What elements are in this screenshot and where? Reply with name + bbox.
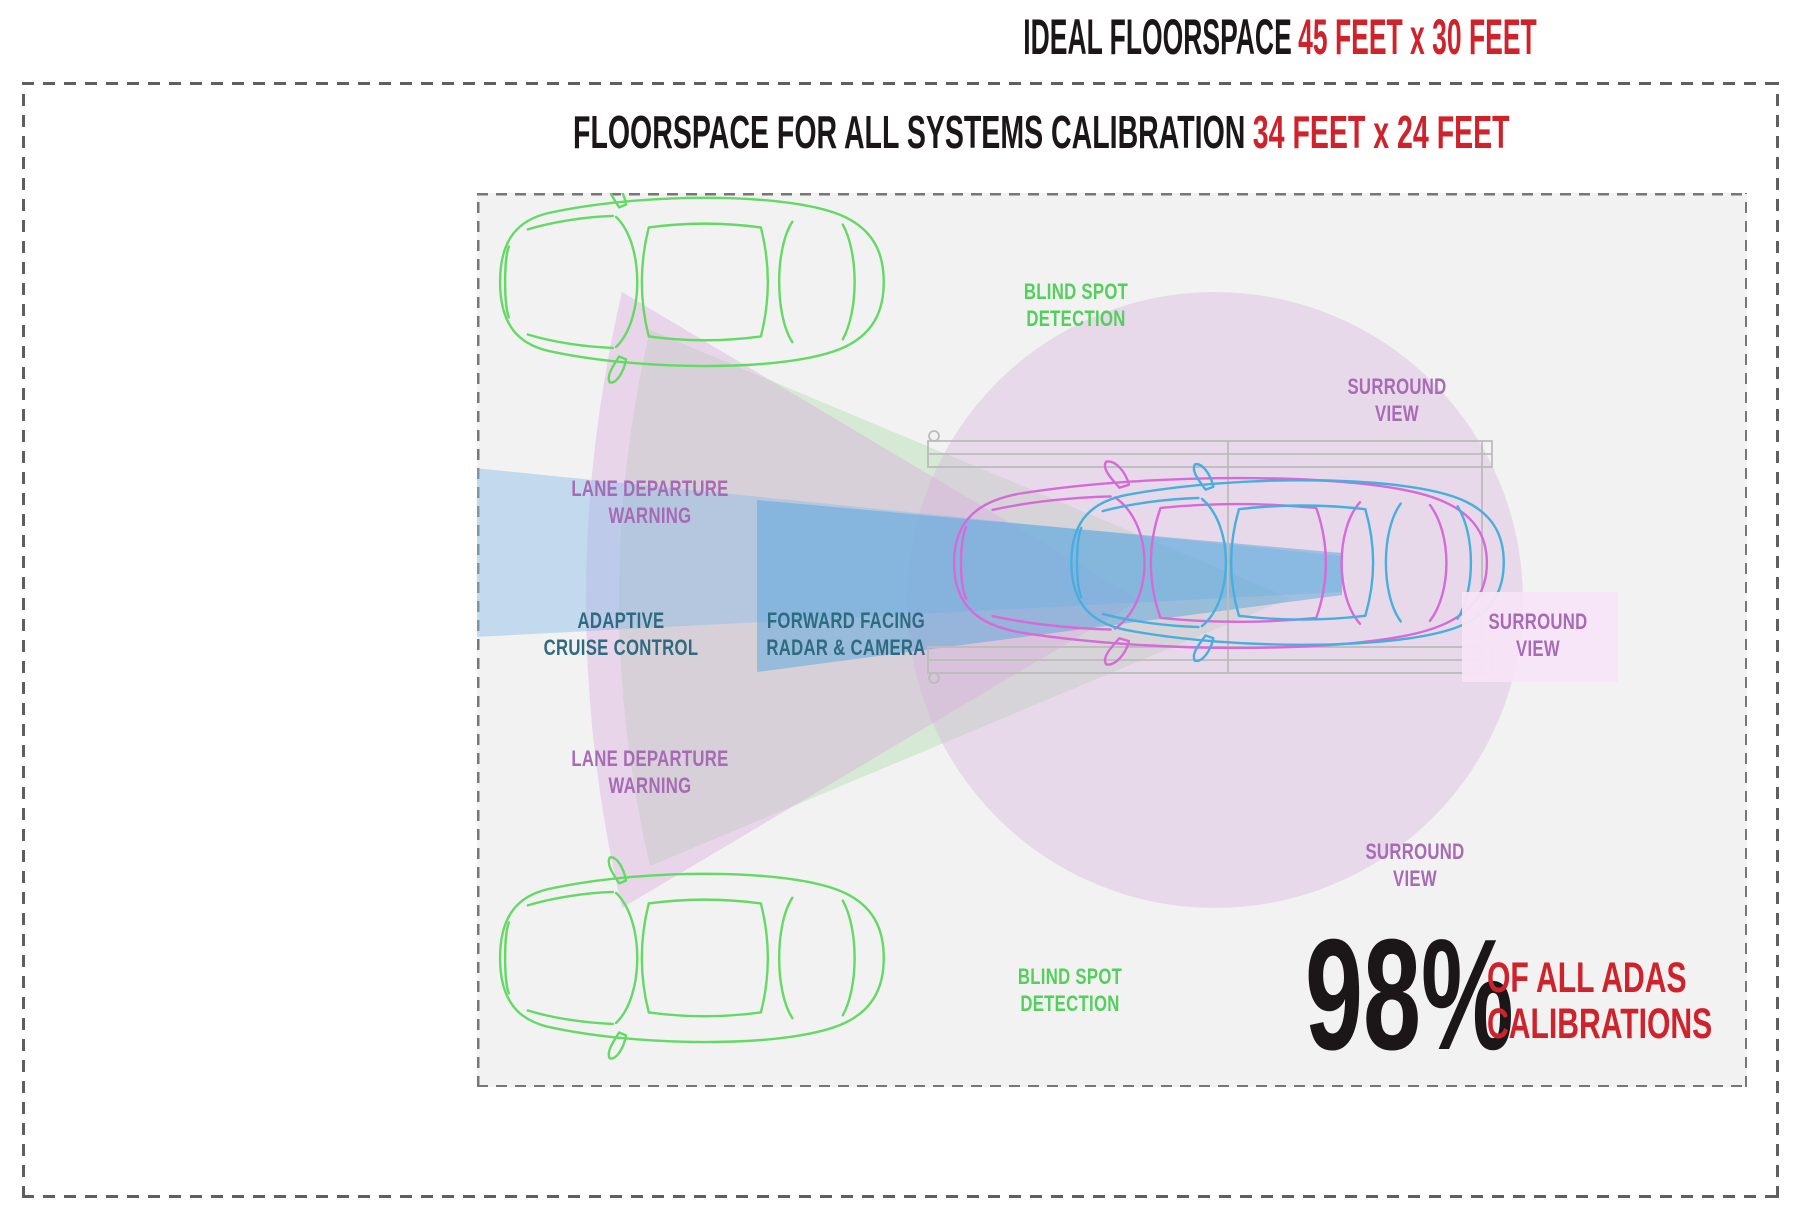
ideal-floorspace-dimensions: 45 FEET x 30 FEET — [1298, 9, 1537, 65]
surround-view-label-backdrop — [1462, 592, 1618, 682]
adaptive-cruise-label: ADAPTIVE CRUISE CONTROL — [543, 608, 699, 660]
lane-departure-label-top: LANE DEPARTURE WARNING — [571, 476, 729, 528]
forward-facing-label: FORWARD FACING RADAR & CAMERA — [766, 608, 926, 660]
car-bottom-green — [498, 856, 885, 1060]
forward-radar-zone-cone — [757, 500, 1342, 672]
stat-percentage: 98% — [1305, 907, 1514, 1083]
calibration-floorspace-label: FLOORSPACE FOR ALL SYSTEMS CALIBRATION — [573, 106, 1246, 158]
ideal-floorspace-label: IDEAL FLOORSPACE — [1023, 9, 1293, 65]
surround-view-label-top: SURROUND VIEW — [1347, 374, 1447, 426]
calibration-scene — [477, 193, 1523, 1060]
blind-spot-label-top: BLIND SPOT DETECTION — [1023, 279, 1129, 331]
blind-spot-label-bottom: BLIND SPOT DETECTION — [1017, 964, 1123, 1016]
surround-view-label-car: SURROUND VIEW — [1488, 609, 1588, 661]
lane-departure-label-bottom: LANE DEPARTURE WARNING — [571, 746, 729, 798]
stat-description: OF ALL ADAS CALIBRATIONS — [1487, 954, 1713, 1048]
surround-view-label-bottom: SURROUND VIEW — [1365, 839, 1465, 891]
calibration-floorspace-dimensions: 34 FEET x 24 FEET — [1253, 106, 1510, 158]
calibration-floorspace-area: BLIND SPOT DETECTION SURROUND VIEW LANE … — [477, 193, 1747, 1087]
